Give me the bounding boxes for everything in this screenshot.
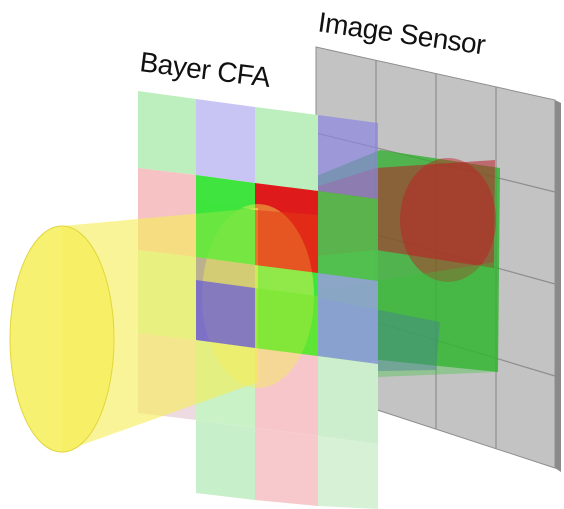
cylinder-body [62, 208, 258, 452]
cfa-cell [196, 420, 255, 500]
cfa-cell [318, 356, 378, 444]
sensor-edge [555, 100, 561, 472]
cfa-cell [318, 191, 378, 281]
cfa-cell [318, 273, 378, 364]
cfa-cell [255, 107, 318, 191]
cylinder-front-cap [9, 225, 115, 453]
cfa-active-cells [196, 200, 318, 356]
cfa-cell [318, 436, 378, 509]
cfa-cell-green-active [196, 200, 255, 265]
cfa-cell [138, 91, 196, 175]
cfa-cell-blue-active [196, 280, 255, 348]
cfa-cell [318, 115, 378, 199]
cfa-cell-green-active-2 [255, 288, 318, 356]
cfa-cell [196, 99, 255, 183]
cfa-cell-red-active [255, 210, 318, 273]
cfa-cell [255, 428, 318, 506]
red-spot [400, 158, 496, 282]
cfa-cell [255, 348, 318, 436]
